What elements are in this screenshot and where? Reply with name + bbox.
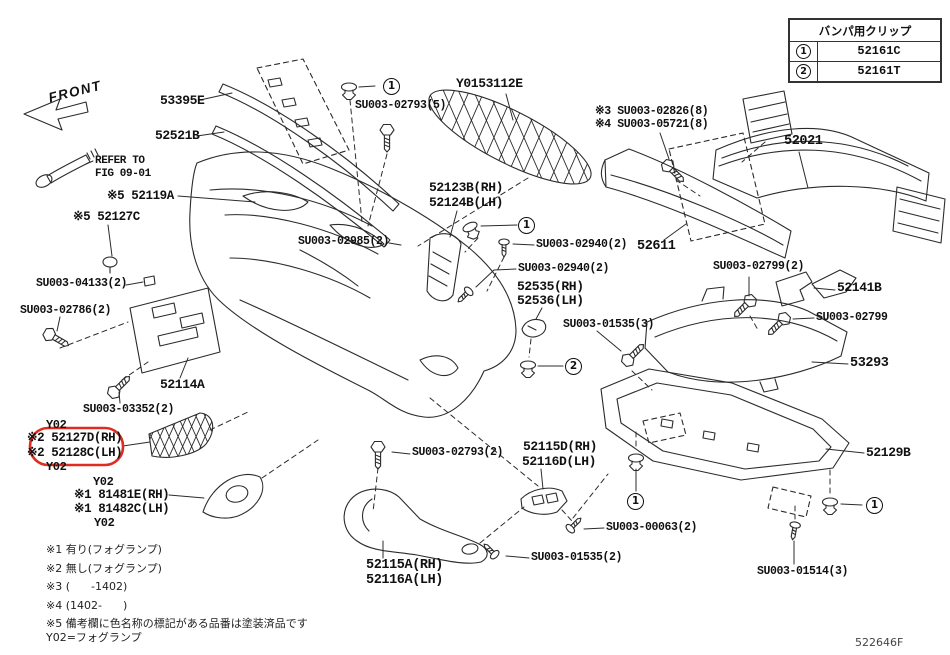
label-su003-05721: ※4 SU003-05721(8) (595, 118, 709, 131)
footnotes: ※1 有り(フォグランプ) ※2 無し(フォグランプ) ※3 ( -1402) ※4 … (46, 541, 308, 634)
label-refer-to-line1: REFER TO (95, 155, 145, 167)
label-su003-02940-b: SU003-02940(2) (518, 262, 610, 275)
label-su003-02786: SU003-02786(2) (20, 304, 112, 317)
label-su003-02826: ※3 SU003-02826(8) (595, 105, 709, 118)
label-su003-02799: SU003-02799 (816, 311, 888, 324)
label-su003-01514: SU003-01514(3) (757, 565, 849, 578)
label-52115a: 52115A(RH) (366, 558, 444, 573)
clip-table-part-52161T: 52161T (857, 64, 901, 78)
retainer-52535-drawing (521, 318, 547, 338)
callout-1-3: 1 (627, 493, 644, 510)
license-bracket-52114a-drawing (129, 275, 221, 374)
reinforcement-52021-drawing (668, 90, 946, 244)
label-52114a: 52114A (160, 377, 205, 392)
label-52119a: ※5 52119A (107, 189, 174, 203)
seal-strip-52521b (211, 125, 391, 248)
footnote-3: ※3 ( -1402) (46, 580, 128, 593)
footnote-2: ※2 無し(フォグランプ) (46, 561, 162, 575)
fog-bezel-drawing (202, 473, 264, 519)
label-su003-02793-2: SU003-02793(2) (412, 446, 504, 459)
front-arrow-icon (23, 98, 89, 131)
label-su003-01535-3: SU003-01535(3) (563, 318, 655, 331)
callout-1-1: 1 (518, 217, 535, 234)
label-su003-00063: SU003-00063(2) (606, 521, 698, 534)
footnote-5: ※5 備考欄に色名称の標記がある品番は塗装済品です (46, 617, 308, 630)
label-y02-c: Y02 (93, 475, 114, 489)
label-su003-02940-a: SU003-02940(2) (536, 238, 628, 251)
diagram-id: 522646F (855, 636, 904, 649)
footnote-4: ※4 (1402- ) (46, 598, 128, 612)
clip-table-rows: 1 52161C 2 52161T (790, 42, 940, 81)
brackets-52141b-drawing (775, 269, 857, 307)
callout-1-0: 1 (383, 78, 400, 95)
label-52521b: 52521B (155, 128, 200, 143)
under-cover-52129b-drawing (600, 368, 850, 518)
seal-strip-53395e (218, 83, 400, 212)
callout-1-4: 1 (866, 497, 883, 514)
label-su003-02799-2: SU003-02799(2) (713, 260, 805, 273)
dashed-lines (59, 99, 831, 544)
fog-cover-drawing (148, 412, 214, 458)
label-52021: 52021 (784, 134, 823, 149)
bumper-cover-drawing (189, 151, 517, 418)
label-52127c: ※5 52127C (73, 210, 140, 224)
legend-y02: Y02=フォグランプ (46, 631, 142, 644)
circled-number-icon: 2 (796, 64, 811, 79)
label-y02-d: Y02 (94, 516, 115, 530)
clip-table-ref-2: 2 (790, 62, 818, 81)
label-52611: 52611 (637, 239, 676, 254)
label-53395e: 53395E (160, 93, 205, 108)
label-53293: 53293 (850, 356, 889, 371)
label-81481e: ※1 81481E(RH) (74, 488, 170, 502)
label-52116a: 52116A(LH) (366, 573, 444, 588)
label-su003-02985: SU003-02985(2) (298, 235, 390, 248)
energy-absorber-52611-drawing (600, 148, 792, 259)
label-52116d: 52116D(LH) (522, 454, 597, 469)
clip-table-ref-1: 1 (790, 42, 818, 61)
label-52115d: 52115D(RH) (523, 439, 598, 454)
label-52127d: ※2 52127D(RH) (27, 431, 123, 445)
label-y02-b: Y02 (46, 460, 67, 474)
circled-number-icon: 1 (796, 44, 811, 59)
label-su003-01535-2: SU003-01535(2) (531, 551, 623, 564)
label-su003-04133: SU003-04133(2) (36, 277, 128, 290)
label-52123b: 52123B(RH) (429, 180, 504, 195)
clip-table-row-1: 1 52161C (790, 42, 940, 61)
label-su003-02793-5: SU003-02793(5) (355, 99, 447, 112)
label-y0153112e: Y0153112E (456, 76, 523, 91)
clip-table-row-2: 2 52161T (790, 61, 940, 81)
clip-column-drawing (256, 58, 350, 165)
leader-lines (56, 85, 865, 565)
filler-bracket-52123b-drawing (426, 233, 462, 302)
highlight-oval (28, 426, 125, 467)
label-refer-to-line2: FIG 09-01 (95, 168, 151, 180)
clip-table-title: バンパ用クリップ (790, 20, 940, 42)
radiator-cover-53293-drawing (644, 286, 848, 393)
callout-2-2: 2 (565, 358, 582, 375)
label-52536: 52536(LH) (517, 293, 584, 308)
support-arm-52115a-drawing (343, 488, 488, 564)
label-52129b: 52129B (866, 445, 911, 460)
label-52535: 52535(RH) (517, 279, 584, 294)
bracket-52115d-drawing (520, 487, 568, 515)
label-su003-03352: SU003-03352(2) (83, 403, 175, 416)
label-52128c: ※2 52128C(LH) (27, 446, 123, 460)
label-52124b: 52124B(LH) (429, 195, 504, 210)
footnote-1: ※1 有り(フォグランプ) (46, 543, 162, 556)
bumper-clip-table: バンパ用クリップ 1 52161C 2 52161T (788, 18, 942, 83)
tow-hook-drawing (35, 148, 99, 188)
label-52141b: 52141B (837, 280, 882, 295)
clip-table-part-52161C: 52161C (857, 44, 901, 58)
label-y02-a: Y02 (46, 418, 67, 432)
label-81482c: ※1 81482C(LH) (74, 502, 170, 516)
clip-52127c-drawing (102, 256, 118, 274)
